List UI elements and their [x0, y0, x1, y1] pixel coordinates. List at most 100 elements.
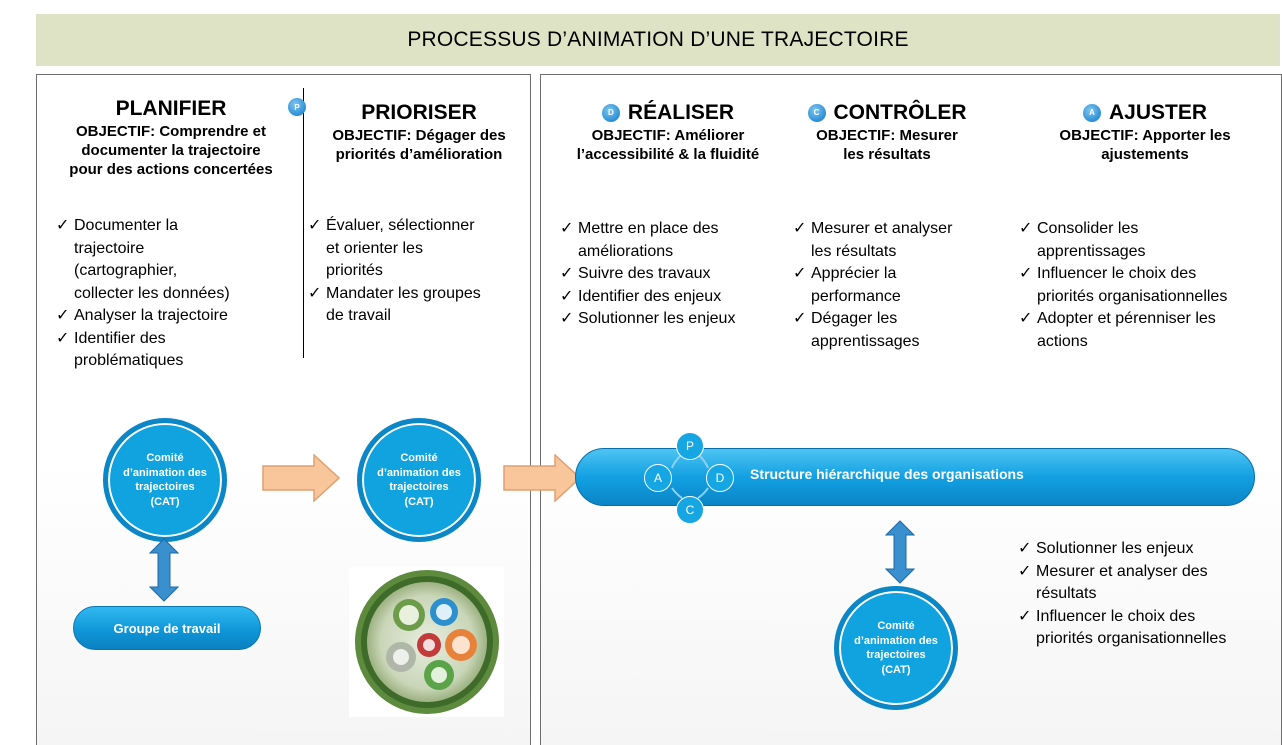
list-item-text: Identifier des enjeux — [578, 287, 722, 305]
cat-line2: d’animation des — [854, 634, 938, 647]
check-icon: ✓ — [560, 265, 574, 282]
list-item-text: apprentissages — [1037, 242, 1146, 260]
list-item: (cartographier, — [56, 260, 301, 283]
list-item: actions — [1019, 331, 1277, 354]
list-item-text: Mandater les groupes — [326, 284, 481, 302]
list-item: de travail — [308, 305, 530, 328]
list-item: priorités — [308, 260, 530, 283]
cat-line3: trajectoires — [135, 481, 195, 493]
list-item: trajectoire — [56, 238, 301, 261]
list-item: ✓Influencer le choix des — [1018, 606, 1280, 629]
list-item-text: priorités organisationnelles — [1037, 287, 1228, 305]
list-item-text: Influencer le choix des — [1036, 607, 1196, 625]
list-item-text: résultats — [1036, 585, 1097, 602]
controler-objective-prefix: OBJECTIF — [816, 127, 891, 144]
list-item: problématiques — [56, 350, 301, 373]
realiser-objective-line2: l’accessibilité & la fluidité — [576, 146, 760, 163]
list-item: ✓Dégager les — [793, 308, 1008, 331]
planifier-objective-line2: documenter la trajectoire — [81, 142, 261, 159]
list-item-text: Mettre en place des — [578, 220, 719, 237]
list-item-text: trajectoire — [74, 239, 145, 257]
controler-objective-line1: OBJECTIF: Mesurer — [782, 126, 992, 145]
list-item-text: Dégager les — [811, 310, 898, 327]
check-icon: ✓ — [793, 220, 807, 237]
list-item: collecter les données) — [56, 283, 301, 306]
check-icon: ✓ — [1019, 220, 1033, 237]
prioriser-list: ✓Évaluer, sélectionner et orienter les p… — [308, 215, 530, 328]
list-item: ✓Identifier des — [56, 328, 301, 351]
list-item-text: Solutionner les enjeux — [1036, 540, 1194, 557]
list-item-text: Documenter la — [74, 217, 179, 234]
check-icon: ✓ — [560, 310, 574, 327]
check-icon: ✓ — [560, 287, 574, 305]
list-item: performance — [793, 286, 1008, 309]
list-item: ✓Identifier des enjeux — [560, 286, 785, 309]
controler-objective-line2: les résultats — [843, 146, 931, 163]
cat-line1: Comité — [146, 452, 184, 464]
ajuster-objective-line2: ajustements — [1101, 146, 1189, 163]
check-icon: ✓ — [56, 329, 70, 347]
list-item-text: priorités — [326, 262, 383, 279]
cycle-node-p: P — [676, 432, 704, 460]
arrow-right-icon — [503, 454, 581, 502]
cat-line4: (CAT) — [150, 495, 180, 508]
list-item-text: Mesurer et analyser des — [1036, 562, 1208, 580]
list-item-text: améliorations — [578, 242, 674, 260]
list-item-text: de travail — [326, 307, 391, 324]
ajuster-objective-rest: : Apporter les — [1133, 127, 1231, 144]
bottom-list: ✓ Solutionner les enjeux ✓Mesurer et anal… — [1018, 538, 1280, 651]
realiser-heading: D RÉALISER OBJECTIF: Améliorer l’accessi… — [548, 100, 788, 164]
list-item: ✓Apprécier la — [793, 263, 1008, 286]
list-item-text: Consolider les — [1037, 220, 1139, 237]
cat-line3: trajectoires — [866, 649, 926, 661]
cat-circle-prioriser: Comité d’animation des trajectoires (CAT… — [357, 418, 481, 542]
list-item-text: Identifier des — [74, 329, 166, 347]
list-item-text: priorités organisationnelles — [1036, 630, 1227, 647]
list-item: ✓Consolider les — [1019, 218, 1277, 241]
double-arrow-icon — [149, 538, 179, 602]
planifier-objective-line1: OBJECTIF: Comprendre et — [75, 123, 267, 140]
list-item-text: Évaluer, sélectionner — [326, 217, 475, 234]
controler-label: CONTRÔLER — [833, 101, 967, 124]
check-icon: ✓ — [1018, 607, 1032, 625]
list-item: ✓Analyser la trajectoire — [56, 305, 301, 328]
list-item: ✓Mesurer et analyser des — [1018, 561, 1280, 584]
cycle-node-c: C — [676, 496, 704, 524]
planifier-list: ✓Documenter la trajectoire (cartographie… — [56, 215, 301, 373]
list-item: ✓Documenter la — [56, 215, 301, 238]
arrow-right-icon — [262, 454, 340, 502]
controler-heading: C CONTRÔLER OBJECTIF: Mesurer les résult… — [782, 100, 992, 164]
list-item: ✓Suivre des travaux — [560, 263, 785, 286]
realiser-title: D RÉALISER — [601, 100, 734, 126]
list-item: ✓Mettre en place des — [560, 218, 785, 241]
realiser-badge-icon: D — [601, 104, 620, 122]
list-item-text: actions — [1037, 332, 1088, 350]
cycle-node-d: D — [706, 464, 734, 492]
list-item: apprentissages — [1019, 241, 1277, 264]
cat-line1: Comité — [877, 620, 915, 632]
ajuster-label: AJUSTER — [1108, 101, 1208, 124]
list-item-text: Mesurer et analyser — [811, 220, 953, 237]
list-item-text: les résultats — [811, 242, 897, 260]
cat-line4: (CAT) — [404, 495, 434, 508]
cat-circle-controler: Comité d’animation des trajectoires (CAT… — [834, 586, 958, 710]
list-item-text: Suivre des travaux — [578, 265, 711, 282]
double-arrow-icon — [885, 520, 915, 584]
list-item-text: Influencer le choix des — [1037, 265, 1197, 282]
list-item-text: Adopter et pérenniser les — [1037, 310, 1216, 327]
list-item: ✓Solutionner les enjeux — [560, 308, 785, 331]
list-item-text: performance — [811, 287, 901, 305]
check-icon: ✓ — [1019, 310, 1033, 327]
prioriser-label: PRIORISER — [361, 101, 477, 124]
cycle-node-a: A — [644, 464, 672, 492]
realiser-objective-prefix: OBJECTIF — [591, 127, 666, 144]
realiser-objective-rest: : Améliorer — [665, 127, 745, 144]
cat-line2: d’animation des — [377, 466, 461, 479]
cat-line4: (CAT) — [881, 663, 911, 676]
page-title: PROCESSUS D’ANIMATION D’UNE TRAJECTOIRE — [36, 14, 1280, 66]
list-item-text: problématiques — [74, 352, 184, 369]
structure-label: Structure hiérarchique des organisations — [750, 466, 1024, 482]
planifier-heading: PLANIFIER OBJECTIF: Comprendre et docume… — [40, 96, 302, 179]
prioriser-objective-line2: priorités d’amélioration — [335, 146, 503, 163]
ajuster-list: ✓Consolider les apprentissages ✓Influenc… — [1019, 218, 1277, 353]
